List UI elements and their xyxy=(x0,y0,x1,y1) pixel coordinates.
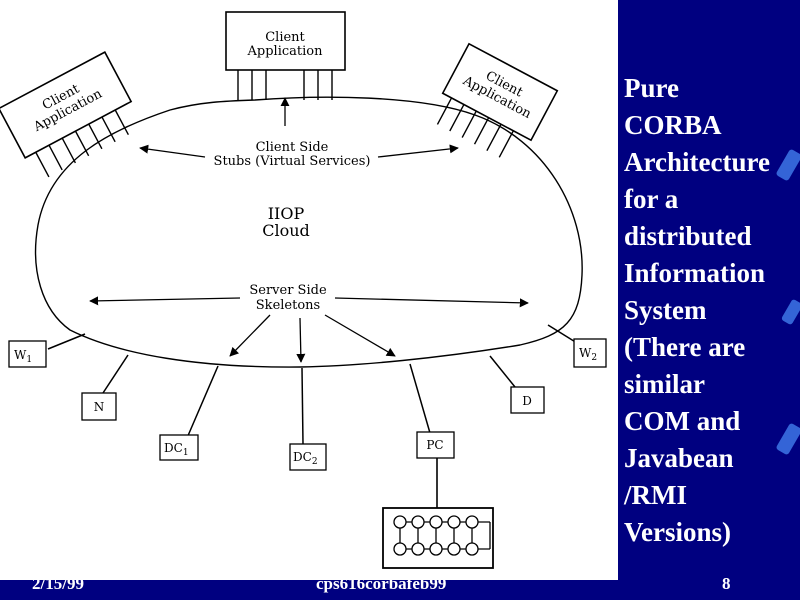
corba-architecture-diagram: Client Application Client Application xyxy=(0,11,607,569)
client-application-left: Client Application xyxy=(0,51,133,178)
skeleton-arrows xyxy=(89,296,529,363)
side-text-line: (There are xyxy=(624,332,746,362)
stubs-arrow-right xyxy=(377,144,459,158)
stubs-arrow-left xyxy=(139,144,206,158)
node-dc1: DC1 xyxy=(159,434,199,461)
side-text-line: distributed xyxy=(624,221,752,251)
slide-panel: Client Application Client Application xyxy=(0,0,618,580)
server-side-skeletons-line2: Skeletons xyxy=(256,298,320,313)
svg-text:N: N xyxy=(94,400,105,414)
svg-text:PC: PC xyxy=(426,438,443,452)
svg-text:DC2: DC2 xyxy=(293,450,318,467)
node-d: D xyxy=(510,386,545,414)
svg-text:W2: W2 xyxy=(579,346,597,363)
side-text-line: similar xyxy=(624,369,705,399)
client-side-stubs-line1: Client Side xyxy=(256,140,329,155)
svg-text:W1: W1 xyxy=(14,348,32,365)
node-w2: W2 xyxy=(573,338,607,368)
side-text-line: Versions) xyxy=(624,517,732,547)
iiop-label: IIOP xyxy=(268,204,305,223)
side-text-line: /RMI xyxy=(624,480,687,510)
server-connectors xyxy=(47,324,578,445)
node-n: N xyxy=(81,392,117,421)
svg-text:DC1: DC1 xyxy=(164,441,189,458)
server-side-skeletons-line1: Server Side xyxy=(249,283,327,298)
side-text-line: Architecture xyxy=(624,147,770,177)
svg-text:D: D xyxy=(522,394,532,408)
side-text-line: Javabean xyxy=(624,443,734,473)
client-top-line1: Client xyxy=(265,30,305,45)
client-top-line2: Application xyxy=(247,44,324,59)
side-text-line: COM and xyxy=(624,406,741,436)
cloud-label: Cloud xyxy=(262,221,310,240)
side-text-line: Pure xyxy=(624,73,679,103)
client-application-top: Client Application xyxy=(225,11,346,126)
node-pc: PC xyxy=(416,431,455,459)
footer-page-number: 8 xyxy=(722,574,731,593)
node-dc2: DC2 xyxy=(289,443,327,471)
node-w1: W1 xyxy=(8,340,47,368)
footer-filename: cps616corbafeb99 xyxy=(316,574,447,593)
side-text-line: System xyxy=(624,295,707,325)
side-text-line: Information xyxy=(624,258,765,288)
slide-title-text: Pure CORBA Architecture for a distribute… xyxy=(624,70,800,551)
footer-date: 2/15/99 xyxy=(32,574,84,593)
side-text-line: CORBA xyxy=(624,110,722,140)
client-side-stubs-line2: Stubs (Virtual Services) xyxy=(214,154,371,169)
side-text-line: for a xyxy=(624,184,679,214)
parallel-computer xyxy=(382,507,494,569)
client-application-right: Client Application xyxy=(436,42,559,158)
